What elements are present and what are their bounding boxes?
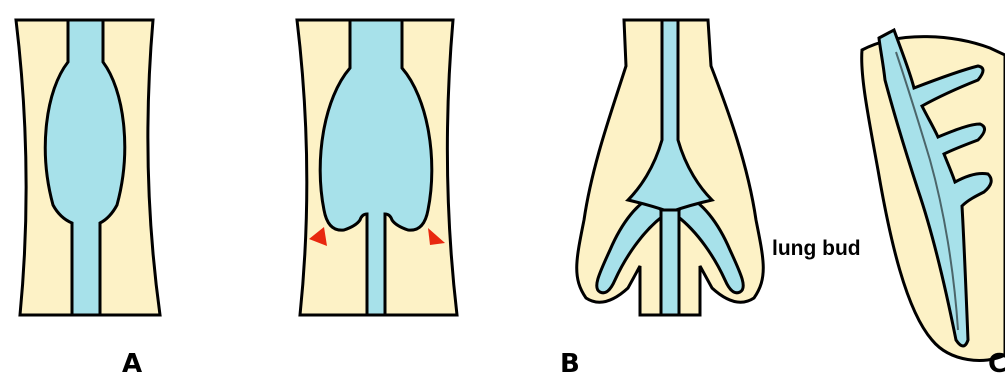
stage-1-foregut-swelling [16, 20, 160, 315]
panel-letter-c: C [988, 349, 1005, 378]
panel-letter-a: A [122, 349, 142, 378]
callout-lung-bud: lung bud [772, 237, 861, 260]
panel-b-lung-bud-stage [577, 20, 764, 315]
panel-b-esophagus-lumen [661, 210, 679, 315]
panel-c-bronchial-branching [862, 30, 1005, 360]
panel-letter-b: B [560, 349, 580, 378]
stage-2-tracheoesophageal-groove [297, 20, 457, 315]
